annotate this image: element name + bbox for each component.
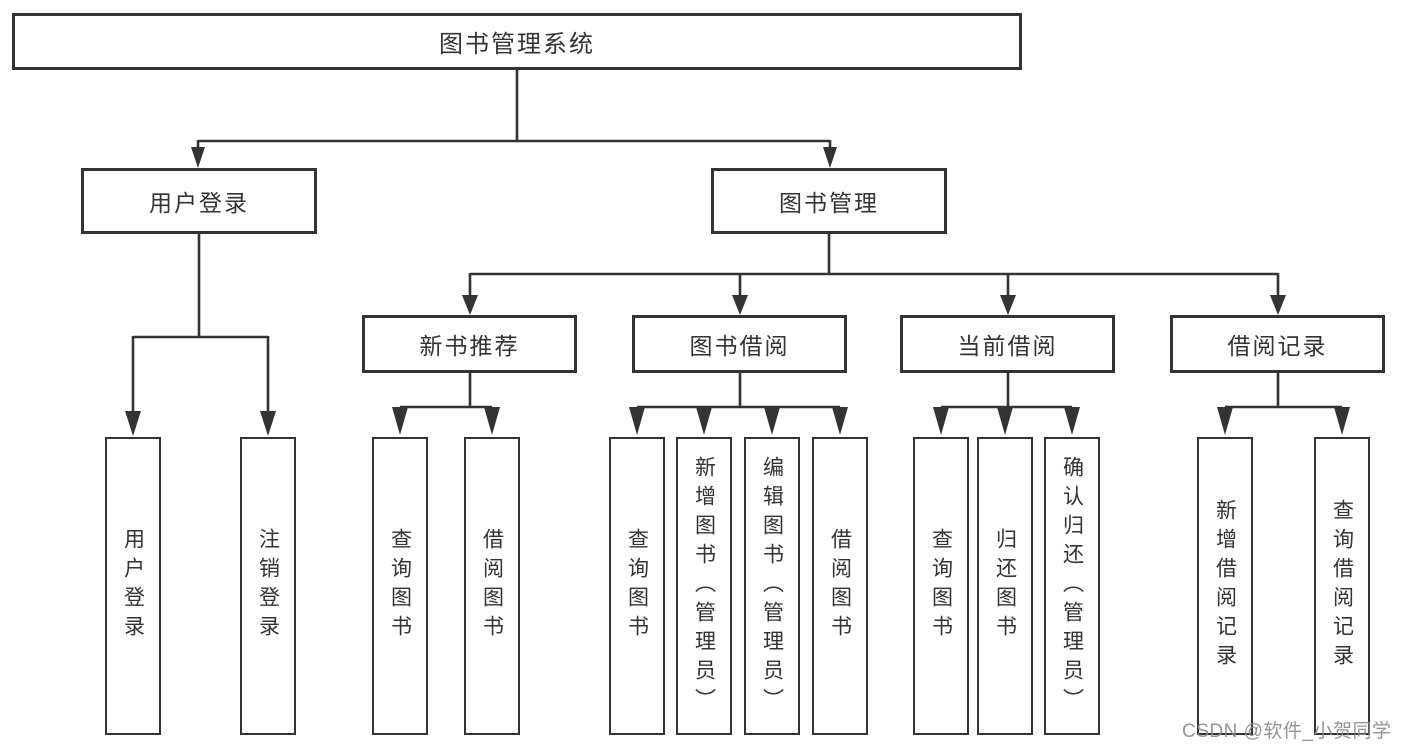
leaf-logout: 注销登录 [240, 437, 296, 735]
node-borrow-records-label: 借阅记录 [1227, 333, 1328, 359]
node-user-login: 用户登录 [81, 168, 317, 234]
csdn-watermark: CSDN @软件_小贺同学 [1182, 721, 1392, 742]
arrowhead-icon [462, 295, 478, 315]
leaf-add-borrow-record-label: 新增借阅记录 [1213, 499, 1237, 673]
leaf-user-login-label: 用户登录 [121, 528, 145, 644]
leaf-add-books-admin-label: 新增图书（管理员） [692, 455, 716, 717]
leaf-query-books-3: 查询图书 [913, 437, 969, 735]
leaf-confirm-return-admin-label: 确认归还（管理员） [1060, 455, 1084, 717]
leaf-borrow-books-2-label: 借阅图书 [828, 528, 852, 644]
arrowhead-icon [1334, 407, 1350, 435]
node-user-login-label: 用户登录 [149, 190, 249, 216]
node-book-borrow: 图书借阅 [632, 315, 847, 373]
leaf-user-login: 用户登录 [105, 437, 161, 735]
leaf-query-books-3-label: 查询图书 [929, 528, 953, 644]
node-new-book-recommend-label: 新书推荐 [419, 333, 520, 359]
arrowhead-icon [1217, 407, 1233, 435]
leaf-confirm-return-admin: 确认归还（管理员） [1044, 437, 1100, 735]
node-current-borrow: 当前借阅 [900, 315, 1115, 373]
leaf-query-books-1-label: 查询图书 [388, 528, 412, 644]
leaf-borrow-books-1: 借阅图书 [464, 437, 520, 735]
leaf-add-borrow-record: 新增借阅记录 [1197, 437, 1253, 735]
arrowhead-icon [484, 407, 500, 435]
arrowhead-icon [629, 407, 645, 435]
leaf-add-books-admin: 新增图书（管理员） [676, 437, 732, 735]
node-root: 图书管理系统 [12, 13, 1022, 70]
node-borrow-records: 借阅记录 [1170, 315, 1385, 373]
arrowhead-icon [696, 407, 712, 435]
arrowhead-icon [997, 407, 1013, 435]
node-book-borrow-label: 图书借阅 [689, 333, 790, 359]
node-book-management-label: 图书管理 [779, 190, 879, 216]
leaf-edit-books-admin-label: 编辑图书（管理员） [760, 455, 784, 717]
node-root-label: 图书管理系统 [439, 31, 595, 58]
arrowhead-icon [764, 407, 780, 435]
leaf-query-books-1: 查询图书 [372, 437, 428, 735]
arrowhead-icon [1270, 295, 1286, 315]
leaf-query-borrow-record-label: 查询借阅记录 [1330, 499, 1354, 673]
node-new-book-recommend: 新书推荐 [362, 315, 577, 373]
leaf-return-books-label: 归还图书 [993, 528, 1017, 644]
leaf-borrow-books-1-label: 借阅图书 [480, 528, 504, 644]
arrowhead-icon [125, 411, 141, 436]
leaf-query-books-2-label: 查询图书 [625, 528, 649, 644]
arrowhead-icon [832, 407, 848, 435]
leaf-query-borrow-record: 查询借阅记录 [1314, 437, 1370, 735]
arrowhead-icon [732, 295, 748, 315]
arrowhead-icon [260, 411, 276, 436]
node-current-borrow-label: 当前借阅 [957, 333, 1058, 359]
node-book-management: 图书管理 [711, 168, 947, 234]
arrowhead-icon [933, 407, 949, 435]
leaf-edit-books-admin: 编辑图书（管理员） [744, 437, 800, 735]
arrowhead-icon [823, 147, 837, 168]
arrowhead-icon [191, 147, 205, 168]
leaf-borrow-books-2: 借阅图书 [812, 437, 868, 735]
leaf-query-books-2: 查询图书 [609, 437, 665, 735]
arrowhead-icon [1000, 295, 1016, 315]
arrowhead-icon [392, 407, 408, 435]
arrowhead-icon [1064, 407, 1080, 435]
leaf-logout-label: 注销登录 [256, 528, 280, 644]
leaf-return-books: 归还图书 [977, 437, 1033, 735]
